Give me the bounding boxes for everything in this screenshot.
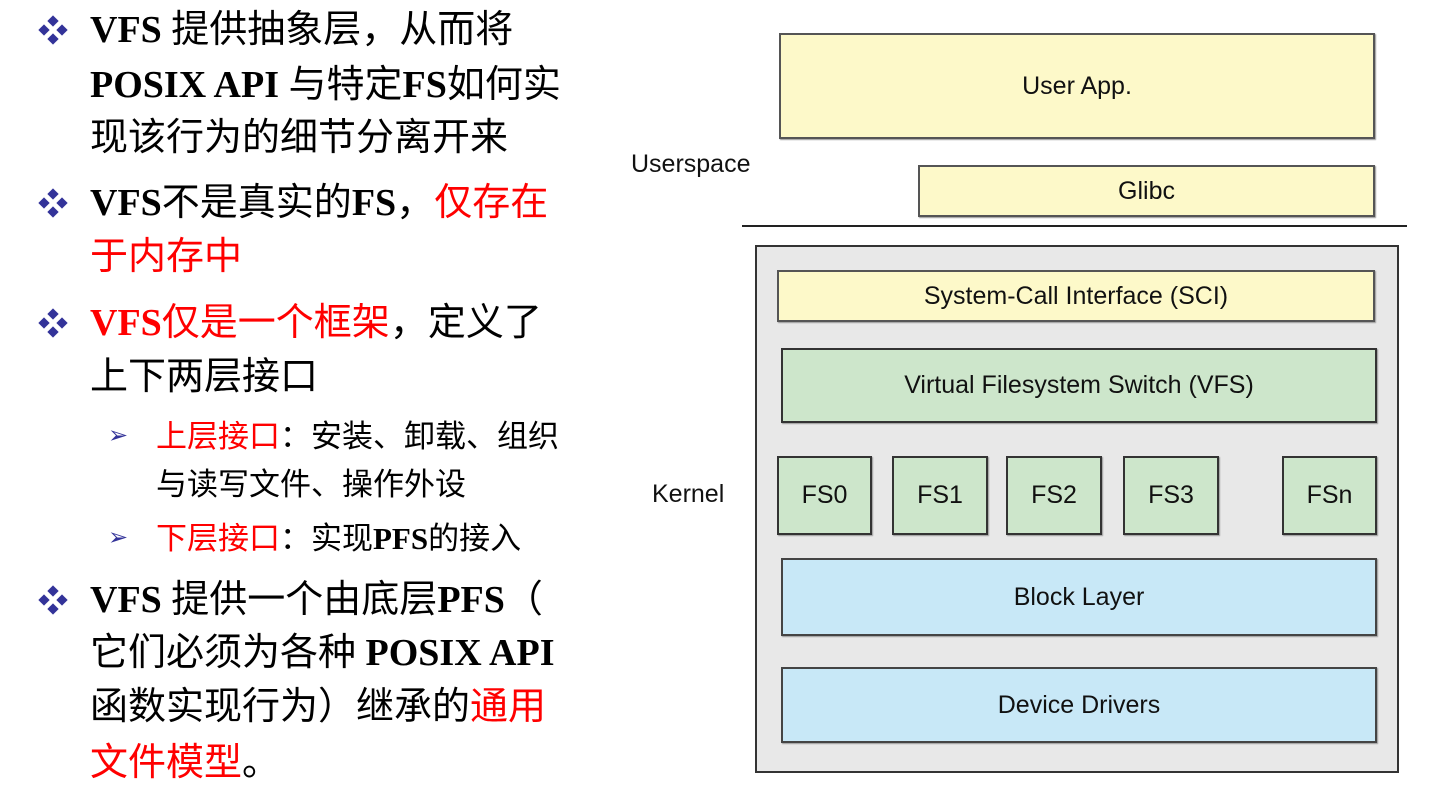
text-segment: 如何实 bbox=[446, 64, 561, 106]
text-segment: （ bbox=[504, 579, 543, 621]
text-segment: VFS bbox=[90, 579, 162, 621]
fs-label: FS0 bbox=[801, 481, 848, 509]
diamond-bullet-icon bbox=[38, 308, 68, 338]
vfs-label: Virtual Filesystem Switch (VFS) bbox=[904, 371, 1254, 399]
bullet-line: 它们必须为各种 POSIX API bbox=[90, 628, 555, 678]
fs-box: FS2 bbox=[1006, 456, 1102, 535]
vfs-box: Virtual Filesystem Switch (VFS) bbox=[781, 348, 1377, 423]
text-segment: 上下两层接口 bbox=[90, 356, 319, 398]
sci-label: System-Call Interface (SCI) bbox=[923, 281, 1229, 310]
text-segment: FS bbox=[351, 182, 397, 224]
bullet-line: 上下两层接口 bbox=[90, 352, 318, 402]
text-segment: FS bbox=[402, 64, 447, 106]
fs-label: FSn bbox=[1306, 481, 1353, 509]
fs-box: FS1 bbox=[892, 456, 988, 535]
block-layer-label: Block Layer bbox=[1013, 582, 1145, 611]
text-segment: PFS bbox=[373, 521, 429, 556]
diamond-bullet-icon bbox=[38, 585, 68, 615]
bullet-line: 文件模型。 bbox=[90, 738, 280, 788]
text-segment: 提供一个由底层 bbox=[161, 579, 438, 621]
text-segment: 不是真实的 bbox=[161, 182, 352, 224]
text-segment: 与读写文件、操作外设 bbox=[156, 467, 466, 502]
device-drivers-label: Device Drivers bbox=[997, 690, 1161, 719]
fs-box: FSn bbox=[1282, 456, 1377, 535]
userspace-kernel-divider bbox=[742, 225, 1407, 227]
highlighted-text: 下层接口 bbox=[156, 521, 280, 556]
block-layer-box: Block Layer bbox=[781, 558, 1377, 636]
kernel-label: Kernel bbox=[652, 480, 725, 508]
bullet-line: 函数实现行为）继承的通用 bbox=[90, 682, 546, 732]
text-segment: VFS bbox=[90, 182, 162, 224]
text-segment: VFS bbox=[90, 9, 162, 51]
highlighted-text: 通用 bbox=[470, 686, 547, 728]
fs-box: FS3 bbox=[1123, 456, 1219, 535]
bullet-line: VFS不是真实的FS，仅存在 bbox=[90, 178, 548, 228]
highlighted-text: 上层接口 bbox=[156, 419, 280, 454]
text-segment: POSIX API bbox=[90, 64, 279, 106]
text-segment: 现该行为的细节分离开来 bbox=[90, 117, 509, 159]
text-segment: 它们必须为各种 bbox=[90, 632, 366, 674]
fs-label: FS3 bbox=[1148, 481, 1194, 509]
user-app-box: User App. bbox=[779, 33, 1375, 139]
userspace-label: Userspace bbox=[631, 150, 751, 178]
text-segment: ，定义了 bbox=[389, 302, 542, 344]
text-segment: ， bbox=[396, 182, 435, 224]
user-app-label: User App. bbox=[1022, 71, 1132, 100]
highlighted-text: 文件模型 bbox=[90, 742, 243, 784]
highlighted-text: 仅存在 bbox=[434, 182, 549, 224]
bullet-line: 下层接口：实现PFS的接入 bbox=[156, 514, 521, 564]
text-segment: 函数实现行为）继承的 bbox=[90, 686, 471, 728]
bullet-line: 与读写文件、操作外设 bbox=[156, 460, 466, 510]
bullet-line: VFS仅是一个框架，定义了 bbox=[90, 298, 542, 348]
sci-box: System-Call Interface (SCI) bbox=[777, 270, 1375, 322]
text-segment: 提供抽象层，从而将 bbox=[161, 9, 514, 51]
device-drivers-box: Device Drivers bbox=[781, 667, 1377, 743]
bullet-line: 于内存中 bbox=[90, 232, 242, 282]
highlighted-text: VFS bbox=[90, 302, 162, 344]
bullet-line: POSIX API 与特定FS如何实 bbox=[90, 60, 561, 110]
text-segment: ：实现 bbox=[280, 521, 373, 556]
fs-label: FS1 bbox=[917, 481, 963, 509]
diamond-bullet-icon bbox=[38, 188, 68, 218]
arrow-bullet-icon: ➢ bbox=[108, 421, 129, 449]
glibc-label: Glibc bbox=[1118, 176, 1175, 205]
text-segment: ：安装、卸载、组织 bbox=[280, 419, 559, 454]
bullet-line: 现该行为的细节分离开来 bbox=[90, 113, 508, 163]
highlighted-text: 仅是一个框架 bbox=[161, 302, 390, 344]
bullet-line: VFS 提供一个由底层PFS（ bbox=[90, 575, 543, 625]
text-segment: 与特定 bbox=[278, 64, 403, 106]
bullet-line: VFS 提供抽象层，从而将 bbox=[90, 5, 513, 55]
highlighted-text: 于内存中 bbox=[90, 236, 243, 278]
arrow-bullet-icon: ➢ bbox=[108, 523, 129, 551]
text-segment: 的接入 bbox=[428, 521, 522, 556]
text-segment: PFS bbox=[437, 579, 505, 621]
fs-label: FS2 bbox=[1031, 481, 1077, 509]
fs-box: FS0 bbox=[777, 456, 872, 535]
glibc-box: Glibc bbox=[918, 165, 1375, 217]
text-segment: 。 bbox=[242, 742, 281, 784]
bullet-line: 上层接口：安装、卸载、组织 bbox=[156, 412, 559, 462]
diamond-bullet-icon bbox=[38, 15, 68, 45]
text-segment: POSIX API bbox=[365, 632, 555, 674]
